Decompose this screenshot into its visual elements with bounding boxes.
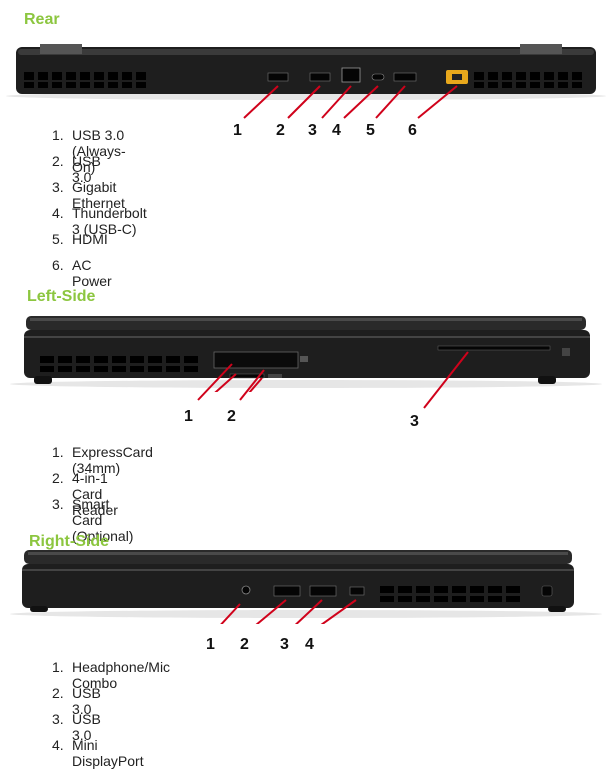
item-label: Gigabit Ethernet bbox=[72, 179, 125, 211]
left-callout-1: 1 bbox=[184, 408, 193, 425]
item-label: USB 3.0 bbox=[72, 685, 101, 717]
left-callout-3: 3 bbox=[410, 413, 419, 430]
item-number: 3. bbox=[52, 711, 64, 727]
right-laptop-image bbox=[10, 550, 602, 624]
item-label: USB 3.0 bbox=[72, 711, 101, 743]
left-section-title: Left-Side bbox=[27, 288, 96, 305]
rear-callout-1: 1 bbox=[233, 122, 242, 139]
item-number: 6. bbox=[52, 257, 64, 273]
rear-section-title: Rear bbox=[24, 11, 60, 28]
rear-callout-6: 6 bbox=[408, 122, 417, 139]
item-number: 3. bbox=[52, 179, 64, 195]
rear-callout-3: 3 bbox=[308, 122, 317, 139]
item-label: USB 3.0 bbox=[72, 153, 101, 185]
item-number: 2. bbox=[52, 470, 64, 486]
item-label: Headphone/Mic Combo bbox=[72, 659, 171, 691]
item-number: 1. bbox=[52, 444, 64, 460]
rear-laptop-image bbox=[6, 44, 606, 119]
item-number: 1. bbox=[52, 127, 64, 143]
item-label: 4-in-1 Card Reader bbox=[72, 470, 118, 518]
item-number: 2. bbox=[52, 153, 64, 169]
right-callout-2: 2 bbox=[240, 636, 249, 653]
rear-callout-5: 5 bbox=[366, 122, 375, 139]
right-callout-3: 3 bbox=[280, 636, 289, 653]
item-label: ExpressCard (34mm) bbox=[72, 444, 153, 476]
item-label: Thunderbolt 3 (USB-C) bbox=[72, 205, 147, 237]
item-label: Smart Card (Optional) bbox=[72, 496, 134, 544]
item-number: 4. bbox=[52, 737, 64, 753]
item-number: 1. bbox=[52, 659, 64, 675]
item-number: 5. bbox=[52, 231, 64, 247]
right-callout-4: 4 bbox=[305, 636, 314, 653]
item-number: 3. bbox=[52, 496, 64, 512]
item-label: AC Power bbox=[72, 257, 112, 289]
left-callout-2: 2 bbox=[227, 408, 236, 425]
item-label: USB 3.0 (Always-On) bbox=[72, 127, 126, 175]
item-label: Mini DisplayPort bbox=[72, 737, 144, 769]
item-label: HDMI bbox=[72, 231, 108, 247]
left-laptop-image bbox=[10, 316, 602, 392]
right-callout-1: 1 bbox=[206, 636, 215, 653]
right-section-title: Right-Side bbox=[29, 533, 109, 550]
left-leader-lines bbox=[197, 351, 469, 409]
rear-callout-4: 4 bbox=[332, 122, 341, 139]
item-number: 4. bbox=[52, 205, 64, 221]
rear-callout-2: 2 bbox=[276, 122, 285, 139]
item-number: 2. bbox=[52, 685, 64, 701]
